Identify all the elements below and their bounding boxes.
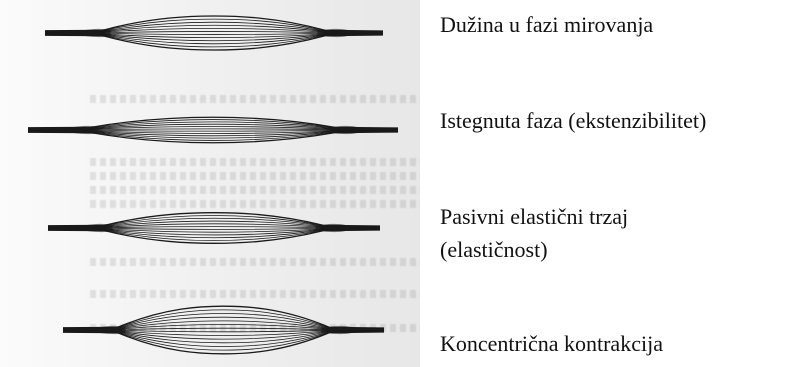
muscle-diagram-panel — [0, 0, 420, 367]
tendon-left — [96, 326, 126, 334]
label-stretched-phase: Istegnuta faza (ekstenzibilitet) — [440, 104, 706, 137]
label-resting-length: Dužina u fazi mirovanja — [440, 8, 653, 41]
tendon-right — [321, 326, 351, 334]
muscle-fiber — [63, 310, 384, 328]
label-elastic-line2: (elastičnost) — [440, 237, 548, 262]
label-elastic-line1: Pasivni elastični trzaj — [440, 204, 628, 229]
muscle-concentric-contraction — [0, 0, 420, 367]
label-passive-elastic-recoil: Pasivni elastični trzaj (elastičnost) — [440, 200, 740, 266]
muscle-fiber — [63, 332, 384, 350]
label-concentric-contraction: Koncentrična kontrakcija — [440, 327, 663, 360]
